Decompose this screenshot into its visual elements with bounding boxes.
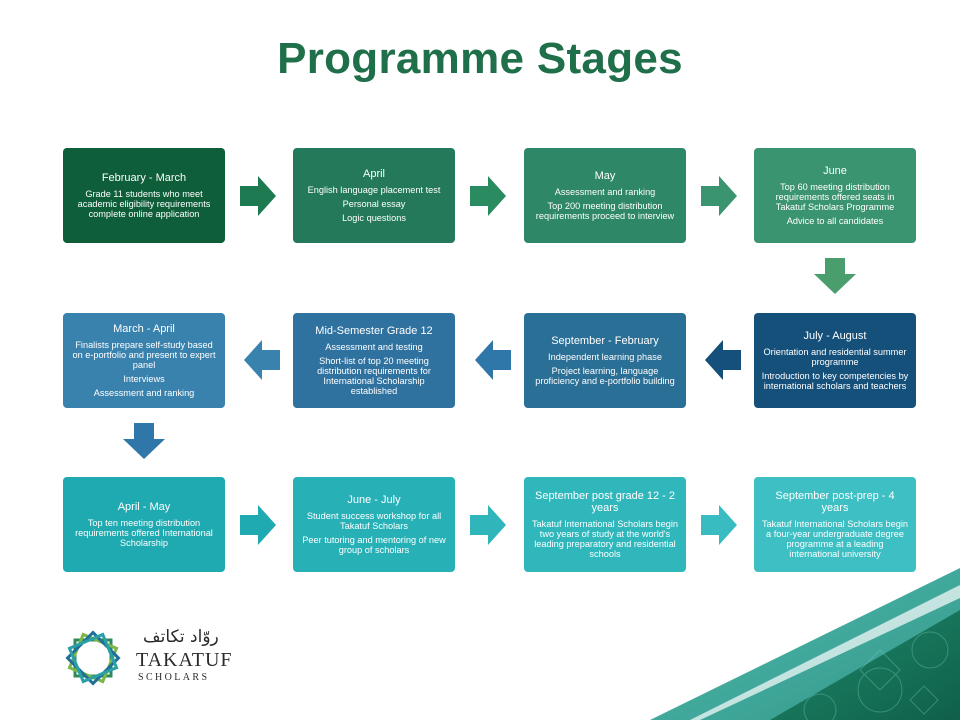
stage-title: April - May — [117, 501, 171, 513]
stage-line: Grade 11 students who meet academic elig… — [77, 189, 211, 219]
stage-9-box: April - May Top ten meeting distribution… — [63, 477, 225, 572]
right-arrow-icon — [701, 505, 737, 545]
stage-title: June — [823, 165, 847, 177]
stage-title: September post-prep - 4 years — [775, 490, 895, 514]
stage-7-box: Mid-Semester Grade 12 Assessment and tes… — [293, 313, 455, 408]
logo-arabic-text: روّاد تكاتف — [143, 627, 219, 647]
right-arrow-icon — [240, 176, 276, 216]
stage-12-box: September post-prep - 4 years Takatuf In… — [754, 477, 916, 572]
stage-title: September - February — [551, 335, 659, 347]
stage-title: July - August — [803, 330, 867, 342]
down-arrow-icon — [123, 423, 165, 459]
stage-line: Peer tutoring and mentoring of new group… — [302, 535, 446, 555]
stage-title: September post grade 12 - 2 years — [534, 490, 676, 514]
stage-10-box: June - July Student success workshop for… — [293, 477, 455, 572]
stage-title: April — [362, 168, 385, 180]
stage-11-box: September post grade 12 - 2 years Takatu… — [524, 477, 686, 572]
stage-line: Independent learning phase — [548, 352, 662, 362]
logo-subtitle: SCHOLARS — [138, 672, 210, 683]
stage-title: February - March — [101, 172, 187, 184]
stage-line: Finalists prepare self-study based on e-… — [72, 340, 216, 370]
stage-line: Assessment and ranking — [554, 187, 656, 197]
stage-line: Top 200 meeting distribution requirement… — [535, 201, 675, 221]
left-arrow-icon — [705, 340, 741, 380]
takatuf-logo: روّاد تكاتف TAKATUF SCHOLARS — [58, 623, 232, 693]
stage-title: Mid-Semester Grade 12 — [315, 325, 433, 337]
stage-line: English language placement test — [307, 185, 441, 195]
stage-line: Short-list of top 20 meeting distributio… — [317, 356, 431, 396]
stage-line: Top 60 meeting distribution requirements… — [775, 182, 895, 212]
stage-1-box: February - March Grade 11 students who m… — [63, 148, 225, 243]
stage-2-box: April English language placement test Pe… — [293, 148, 455, 243]
right-arrow-icon — [470, 505, 506, 545]
stage-5-box: July - August Orientation and residentia… — [754, 313, 916, 408]
stage-title: June - July — [347, 494, 401, 506]
stage-line: Takatuf International Scholars begin a f… — [761, 519, 909, 559]
stage-line: Takatuf International Scholars begin two… — [531, 519, 679, 559]
logo-name: TAKATUF — [136, 649, 233, 671]
stage-line: Student success workshop for all Takatuf… — [306, 511, 442, 531]
stage-3-box: May Assessment and ranking Top 200 meeti… — [524, 148, 686, 243]
left-arrow-icon — [244, 340, 280, 380]
stage-title: May — [594, 170, 616, 182]
stage-line: Logic questions — [342, 213, 406, 223]
right-arrow-icon — [240, 505, 276, 545]
stage-4-box: June Top 60 meeting distribution require… — [754, 148, 916, 243]
stage-line: Orientation and residential summer progr… — [763, 347, 907, 367]
stage-6-box: September - February Independent learnin… — [524, 313, 686, 408]
right-arrow-icon — [701, 176, 737, 216]
stage-line: Introduction to key competencies by inte… — [761, 371, 909, 391]
stage-line: Personal essay — [342, 199, 406, 209]
stage-line: Top ten meeting distribution requirement… — [75, 518, 213, 548]
stage-8-box: March - April Finalists prepare self-stu… — [63, 313, 225, 408]
takatuf-logo-mark-icon — [65, 630, 121, 686]
stage-line: Advice to all candidates — [786, 216, 884, 226]
page-title: Programme Stages — [277, 34, 683, 83]
stage-title: March - April — [113, 323, 175, 335]
stage-line: Assessment and ranking — [93, 388, 195, 398]
down-arrow-icon — [814, 258, 856, 294]
stage-line: Interviews — [123, 374, 165, 384]
left-arrow-icon — [475, 340, 511, 380]
stage-line: Project learning, language proficiency a… — [535, 366, 675, 386]
stage-line: Assessment and testing — [325, 342, 423, 352]
right-arrow-icon — [470, 176, 506, 216]
